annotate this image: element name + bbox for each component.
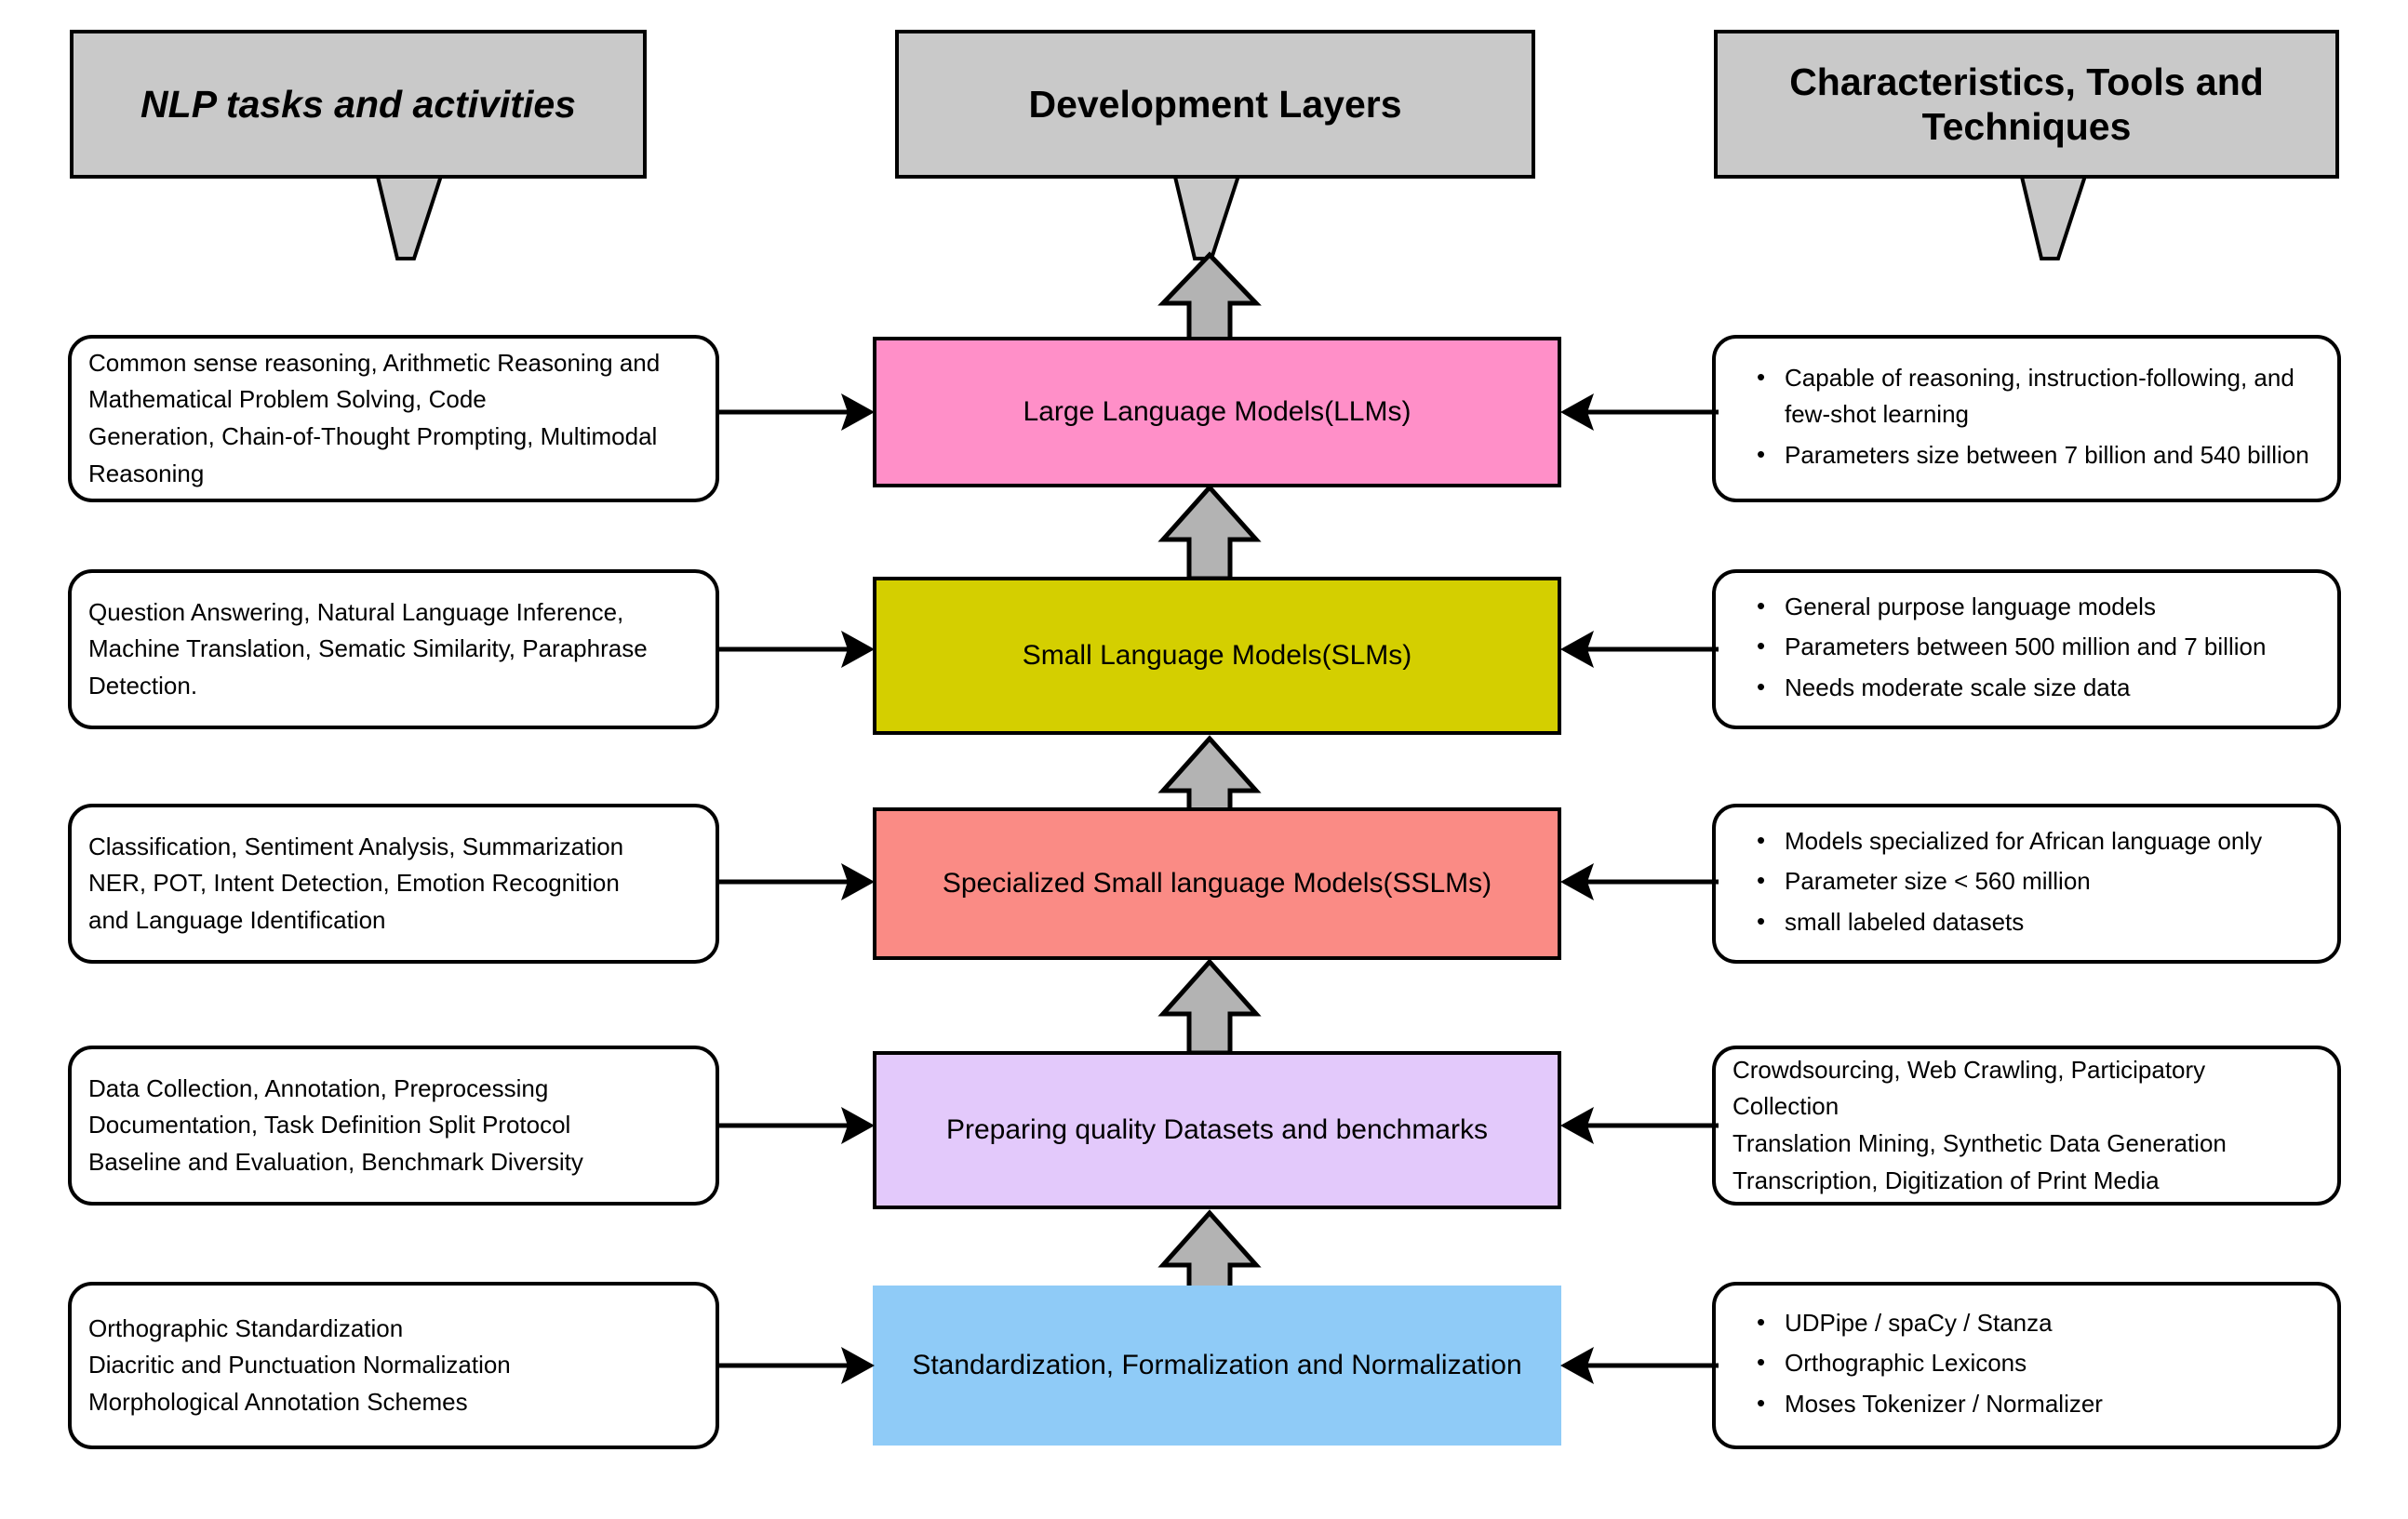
layer-box-datasets[interactable]: Preparing quality Datasets and benchmark… — [873, 1051, 1561, 1209]
list-item: Orthographic Lexicons — [1757, 1344, 2321, 1382]
list-item: Models specialized for African language … — [1757, 822, 2321, 860]
list-item: Parameter size < 560 million — [1757, 862, 2321, 900]
header-center-tail — [1165, 173, 1249, 260]
left-box-line: Question Answering, Natural Language Inf… — [88, 597, 624, 626]
list-item: Parameters between 500 million and 7 bil… — [1757, 628, 2321, 666]
arrow-left-to-sslm — [716, 863, 875, 900]
list-item: UDPipe / spaCy / Stanza — [1757, 1304, 2321, 1342]
arrow-left-to-llm — [716, 393, 875, 431]
block-arrow-data-to-sslm — [1157, 958, 1262, 1053]
left-box-line: Reasoning — [88, 459, 205, 487]
list-item: General purpose language models — [1757, 588, 2321, 626]
right-box-char-standardization[interactable]: UDPipe / spaCy / Stanza Orthographic Lex… — [1712, 1282, 2341, 1449]
list-item: Parameters size between 7 billion and 54… — [1757, 436, 2321, 474]
right-box-line: Collection — [1732, 1092, 1839, 1121]
left-box-line: Common sense reasoning, Arithmetic Reaso… — [88, 348, 661, 377]
block-arrow-to-header — [1157, 251, 1262, 340]
left-box-tasks-standardization[interactable]: Orthographic Standardization Diacritic a… — [68, 1282, 719, 1449]
layer-box-slm[interactable]: Small Language Models(SLMs) — [873, 577, 1561, 735]
left-box-tasks-sslm[interactable]: Classification, Sentiment Analysis, Summ… — [68, 804, 719, 964]
layer-box-standardization[interactable]: Standardization, Formalization and Norma… — [873, 1286, 1561, 1446]
header-left-title: NLP tasks and activities — [140, 82, 576, 126]
left-box-tasks-datasets[interactable]: Data Collection, Annotation, Preprocessi… — [68, 1046, 719, 1206]
right-box-line: Translation Mining, Synthetic Data Gener… — [1732, 1129, 2227, 1157]
right-box-char-sslm[interactable]: Models specialized for African language … — [1712, 804, 2341, 964]
left-box-line: Documentation, Task Definition Split Pro… — [88, 1111, 571, 1139]
list-item: small labeled datasets — [1757, 903, 2321, 941]
left-box-line: and Language Identification — [88, 905, 386, 934]
list-item: Moses Tokenizer / Normalizer — [1757, 1385, 2321, 1423]
header-callout-center: Development Layers — [895, 30, 1535, 179]
right-box-char-slm[interactable]: General purpose language models Paramete… — [1712, 569, 2341, 729]
list-item: Needs moderate scale size data — [1757, 669, 2321, 707]
layer-label-standardization: Standardization, Formalization and Norma… — [912, 1349, 1522, 1380]
left-box-tasks-llm[interactable]: Common sense reasoning, Arithmetic Reaso… — [68, 335, 719, 502]
left-box-line: Detection. — [88, 671, 198, 700]
layer-box-sslm[interactable]: Specialized Small language Models(SSLMs) — [873, 807, 1561, 960]
right-box-bullet-list: General purpose language models Paramete… — [1732, 588, 2321, 711]
right-box-bullet-list: UDPipe / spaCy / Stanza Orthographic Lex… — [1732, 1304, 2321, 1427]
layer-label-datasets: Preparing quality Datasets and benchmark… — [946, 1113, 1488, 1145]
header-left-tail — [368, 173, 451, 260]
header-callout-right: Characteristics, Tools and Techniques — [1714, 30, 2339, 179]
arrow-right-to-llm — [1560, 393, 1719, 431]
arrow-right-to-standardization — [1560, 1347, 1719, 1384]
header-callout-left: NLP tasks and activities — [70, 30, 647, 179]
left-box-line: Baseline and Evaluation, Benchmark Diver… — [88, 1147, 583, 1176]
right-box-bullet-list: Capable of reasoning, instruction-follow… — [1732, 359, 2321, 478]
right-box-bullet-list: Models specialized for African language … — [1732, 822, 2321, 945]
arrow-right-to-slm — [1560, 631, 1719, 668]
layer-label-sslm: Specialized Small language Models(SSLMs) — [942, 867, 1492, 899]
left-box-line: Machine Translation, Sematic Similarity,… — [88, 634, 648, 663]
left-box-line: NER, POT, Intent Detection, Emotion Reco… — [88, 869, 620, 898]
layer-label-slm: Small Language Models(SLMs) — [1022, 639, 1412, 671]
arrow-right-to-sslm — [1560, 863, 1719, 900]
layer-label-llm: Large Language Models(LLMs) — [1023, 395, 1411, 427]
left-box-line: Mathematical Problem Solving, Code — [88, 385, 487, 414]
block-arrow-std-to-data — [1157, 1209, 1262, 1304]
arrow-left-to-slm — [716, 631, 875, 668]
left-box-line: Data Collection, Annotation, Preprocessi… — [88, 1073, 549, 1102]
arrow-left-to-datasets — [716, 1107, 875, 1144]
layer-box-llm[interactable]: Large Language Models(LLMs) — [873, 337, 1561, 487]
right-box-line: Transcription, Digitization of Print Med… — [1732, 1166, 2160, 1194]
header-right-title: Characteristics, Tools and Techniques — [1789, 60, 2264, 148]
arrow-right-to-datasets — [1560, 1107, 1719, 1144]
left-box-tasks-slm[interactable]: Question Answering, Natural Language Inf… — [68, 569, 719, 729]
left-box-line: Diacritic and Punctuation Normalization — [88, 1351, 511, 1379]
block-arrow-sslm-to-slm — [1157, 735, 1262, 830]
arrow-left-to-standardization — [716, 1347, 875, 1384]
right-box-char-datasets[interactable]: Crowdsourcing, Web Crawling, Participato… — [1712, 1046, 2341, 1206]
left-box-line: Morphological Annotation Schemes — [88, 1387, 468, 1416]
header-center-title: Development Layers — [1028, 82, 1402, 126]
block-arrow-slm-to-llm — [1157, 484, 1262, 579]
left-box-line: Generation, Chain-of-Thought Prompting, … — [88, 422, 658, 450]
left-box-line: Orthographic Standardization — [88, 1313, 404, 1342]
right-box-line: Crowdsourcing, Web Crawling, Participato… — [1732, 1055, 2206, 1084]
right-box-char-llm[interactable]: Capable of reasoning, instruction-follow… — [1712, 335, 2341, 502]
list-item: Capable of reasoning, instruction-follow… — [1757, 359, 2321, 433]
left-box-line: Classification, Sentiment Analysis, Summ… — [88, 832, 624, 860]
header-right-tail — [2012, 173, 2095, 260]
